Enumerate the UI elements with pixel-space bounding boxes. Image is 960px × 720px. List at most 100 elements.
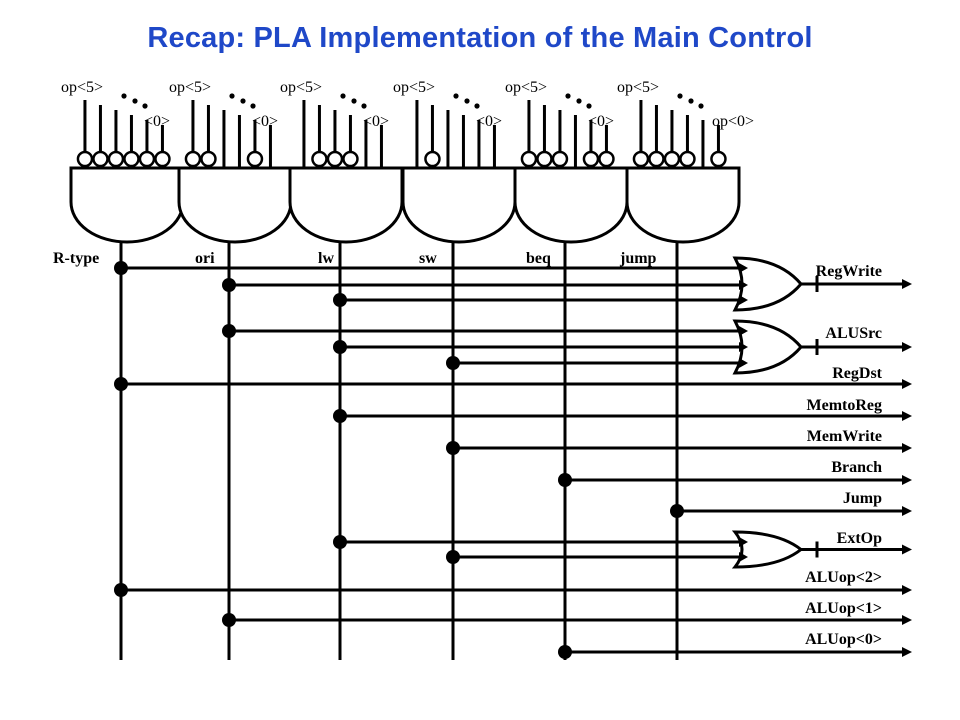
inverter-bubble xyxy=(107,150,125,168)
inverter-bubble xyxy=(123,150,140,168)
op-lsb-label: <0> xyxy=(144,113,170,130)
inverter-bubble xyxy=(311,150,328,168)
arrow-head xyxy=(739,358,748,368)
op-msb-label: op<5> xyxy=(280,79,322,96)
connection-dot xyxy=(333,340,347,354)
connection-dot xyxy=(222,324,236,338)
ellipsis-dot xyxy=(351,98,357,104)
op-msb-label: op<5> xyxy=(505,79,547,96)
inverter-bubble xyxy=(663,150,681,168)
gate-name-lw: lw xyxy=(318,250,334,267)
gate-name-beq: beq xyxy=(526,250,551,267)
ellipsis-dot xyxy=(361,103,367,109)
inverter-bubble xyxy=(551,150,569,168)
inverter-bubble xyxy=(520,150,538,168)
arrow-head xyxy=(902,342,912,352)
op-msb-label: op<5> xyxy=(169,79,211,96)
connection-dot xyxy=(446,550,460,564)
inverter-bubble xyxy=(679,150,696,168)
inverter-bubble xyxy=(326,150,344,168)
inverter-bubble xyxy=(424,150,441,168)
arrow-head xyxy=(902,585,912,595)
inverter-bubble xyxy=(582,150,600,168)
inverter-bubble xyxy=(200,150,217,168)
ellipsis-dot xyxy=(250,103,256,109)
inverter-bubble xyxy=(138,150,156,168)
connection-dot xyxy=(446,441,460,455)
ellipsis-dot xyxy=(240,98,246,104)
output-label-memwrite: MemWrite xyxy=(807,428,882,445)
output-label-aluop2: ALUop<2> xyxy=(805,569,882,586)
output-label-extop: ExtOp xyxy=(837,530,882,547)
ellipsis-dot xyxy=(565,93,571,99)
output-aluop1 xyxy=(222,613,912,627)
and-gate-lw xyxy=(288,93,404,660)
gate-name-jump: jump xyxy=(619,250,657,267)
arrow-head xyxy=(902,506,912,516)
ellipsis-dot xyxy=(586,103,592,109)
ellipsis-dot xyxy=(453,93,459,99)
connection-dot xyxy=(114,583,128,597)
ellipsis-dot xyxy=(677,93,683,99)
output-extop xyxy=(333,530,912,569)
ellipsis-dot xyxy=(464,98,470,104)
ellipsis-dot xyxy=(688,98,694,104)
connection-dot xyxy=(222,613,236,627)
inverter-bubble xyxy=(598,150,615,168)
ellipsis-dot xyxy=(698,103,704,109)
output-aluop0 xyxy=(558,645,912,659)
ellipsis-dot xyxy=(229,93,235,99)
ellipsis-dot xyxy=(340,93,346,99)
and-gate-jump xyxy=(625,93,741,660)
inverter-bubble xyxy=(632,150,650,168)
inverter-bubble xyxy=(536,150,553,168)
output-label-aluop0: ALUop<0> xyxy=(805,631,882,648)
and-gate-body xyxy=(177,166,293,244)
connection-dot xyxy=(558,473,572,487)
connection-dot xyxy=(333,409,347,423)
arrow-head xyxy=(902,411,912,421)
or-gate-body xyxy=(731,530,804,569)
inverter-bubble xyxy=(154,150,171,168)
op-lsb-label: op<0> xyxy=(712,113,754,130)
ellipsis-dot xyxy=(474,103,480,109)
connection-dot xyxy=(333,535,347,549)
connection-dot xyxy=(114,377,128,391)
and-gate-body xyxy=(288,166,404,244)
and-gate-r-type xyxy=(69,93,185,660)
output-label-aluop1: ALUop<1> xyxy=(805,600,882,617)
output-label-jump: Jump xyxy=(843,490,882,507)
inverter-bubble xyxy=(76,150,94,168)
and-gate-ori xyxy=(177,93,293,660)
arrow-head xyxy=(739,342,748,352)
output-label-alusrc: ALUSrc xyxy=(825,325,882,342)
ellipsis-dot xyxy=(142,103,148,109)
arrow-head xyxy=(739,326,748,336)
op-lsb-label: <0> xyxy=(588,113,614,130)
arrow-head xyxy=(902,615,912,625)
slide-title: Recap: PLA Implementation of the Main Co… xyxy=(147,22,813,54)
arrow-head xyxy=(739,295,748,305)
output-aluop2 xyxy=(114,583,912,597)
gate-name-sw: sw xyxy=(419,250,437,267)
arrow-head xyxy=(902,279,912,289)
gate-name-r-type: R-type xyxy=(53,250,99,267)
ellipsis-dot xyxy=(121,93,127,99)
connection-dot xyxy=(558,645,572,659)
op-msb-label: op<5> xyxy=(617,79,659,96)
output-jump xyxy=(670,504,912,518)
op-lsb-label: <0> xyxy=(363,113,389,130)
and-gate-body xyxy=(625,166,741,244)
and-gate-body xyxy=(513,166,629,244)
and-gate-body xyxy=(69,166,185,244)
arrow-head xyxy=(739,552,748,562)
arrow-head xyxy=(902,379,912,389)
arrow-head xyxy=(902,443,912,453)
op-msb-label: op<5> xyxy=(393,79,435,96)
output-label-regwrite: RegWrite xyxy=(816,263,882,280)
and-gate-beq xyxy=(513,93,629,660)
arrow-head xyxy=(739,280,748,290)
output-memwrite xyxy=(446,441,912,455)
output-regwrite xyxy=(114,256,912,312)
connection-dot xyxy=(333,293,347,307)
